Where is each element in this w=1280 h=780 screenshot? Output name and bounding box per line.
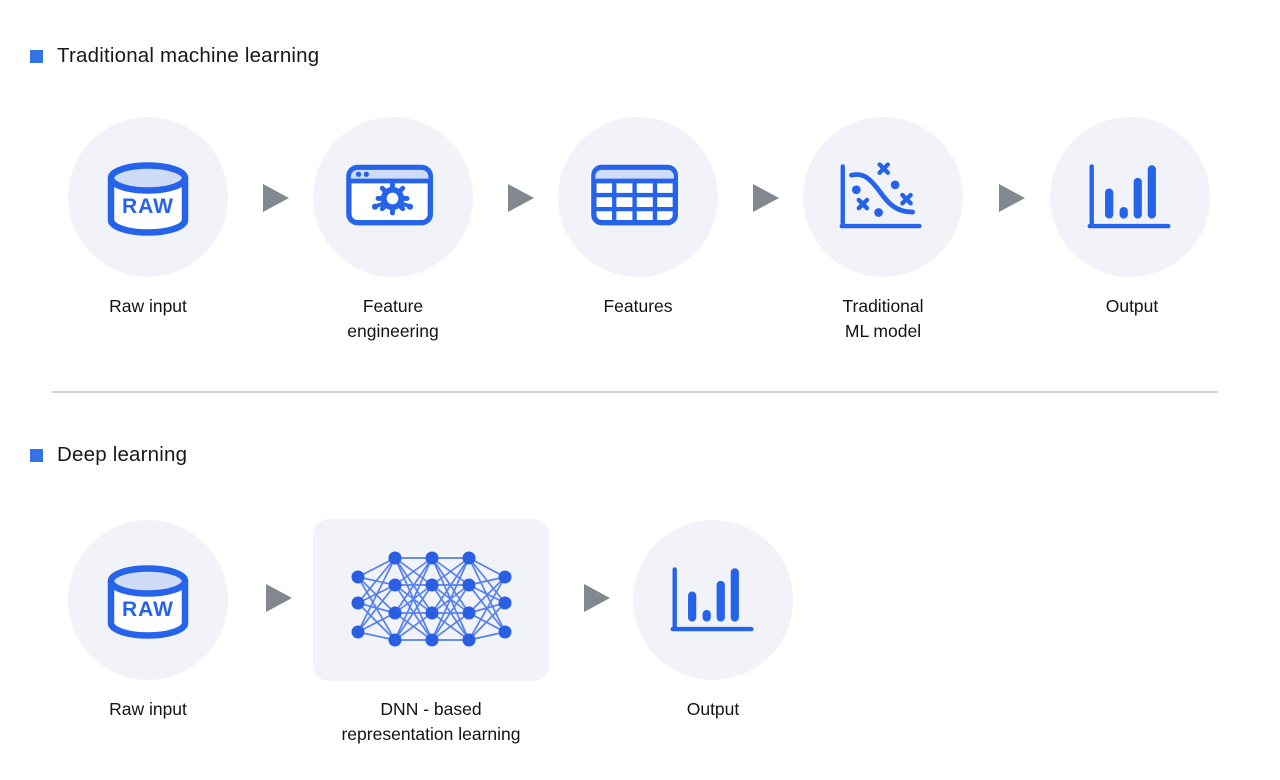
arrow-right-icon [508, 184, 534, 212]
svg-text:RAW: RAW [122, 598, 174, 621]
step-label-output-top: Output [1105, 296, 1159, 316]
arrow-right-icon [266, 584, 292, 612]
step-traditional-ml-model [803, 117, 963, 277]
step-label-features: Features [603, 296, 673, 316]
bullet-square-icon [30, 49, 43, 63]
neural-network-icon [351, 551, 512, 647]
section-title-deep: Deep learning [30, 444, 187, 466]
section-title-text: Traditional machine learning [57, 44, 320, 67]
section-title-text: Deep learning [57, 443, 188, 466]
step-feature-engineering [313, 117, 473, 277]
step-output-deep [633, 520, 793, 680]
scatter-curve-icon [839, 162, 922, 229]
arrow-right-icon [584, 584, 610, 612]
svg-text:RAW: RAW [122, 195, 174, 218]
step-dnn-representation [313, 519, 549, 681]
step-label-raw-input: Raw input [109, 296, 187, 316]
arrow-right-icon [753, 184, 779, 212]
section-title-traditional: Traditional machine learning [30, 45, 319, 67]
database-icon: RAW [107, 565, 189, 639]
step-label-output-deep: Output [686, 699, 740, 719]
step-label-raw-input-deep: Raw input [109, 699, 187, 719]
section-divider [52, 391, 1218, 393]
step-features [558, 117, 718, 277]
step-raw-input: RAW [68, 117, 228, 277]
bar-chart-icon [670, 567, 754, 632]
browser-gear-icon [346, 164, 433, 226]
step-output-top [1050, 117, 1210, 277]
bar-chart-icon [1087, 164, 1171, 229]
step-raw-input-deep: RAW [68, 520, 228, 680]
database-icon: RAW [107, 162, 189, 236]
bullet-square-icon [30, 448, 43, 462]
arrow-right-icon [999, 184, 1025, 212]
table-icon [591, 164, 678, 226]
arrow-right-icon [263, 184, 289, 212]
